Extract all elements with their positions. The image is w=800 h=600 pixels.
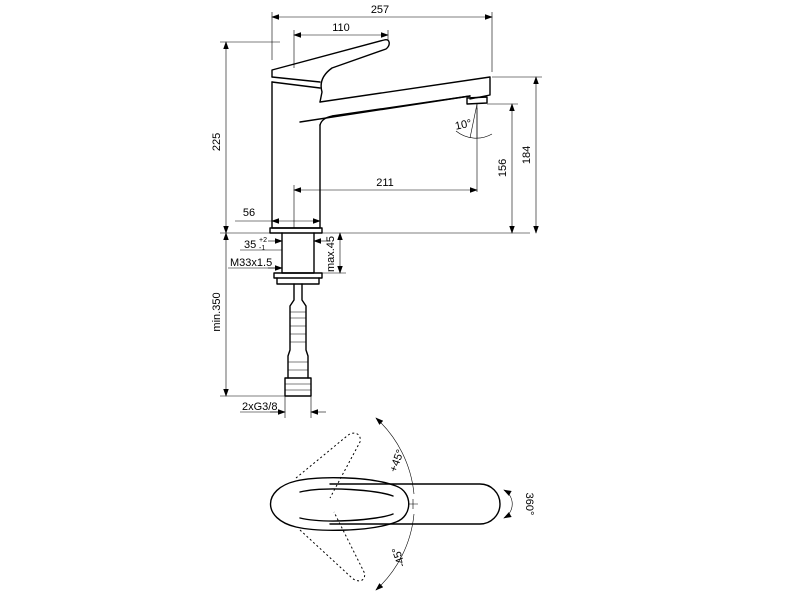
dim-35-tol-plus: +2 xyxy=(259,237,267,244)
spout xyxy=(319,76,491,103)
lever-ghost-minus45 xyxy=(299,511,366,582)
aerator xyxy=(466,96,488,105)
label-rotation: 360° xyxy=(523,493,535,516)
threaded-shank xyxy=(281,232,315,274)
dim-35-tol-minus: -1 xyxy=(259,245,265,252)
arc-minus45 xyxy=(375,513,415,591)
lever-ghost-plus45 xyxy=(295,432,361,499)
faucet-top-view: +45° -45° 360° xyxy=(269,417,535,591)
arc-rotation xyxy=(503,489,513,519)
dim-225: 225 xyxy=(211,133,223,151)
dim-184: 184 xyxy=(521,146,533,164)
body-column xyxy=(271,81,321,229)
dim-211: 211 xyxy=(376,177,394,189)
dim-257: 257 xyxy=(371,4,389,16)
dim-min350: min.350 xyxy=(211,292,223,331)
dim-35: 35 xyxy=(244,239,256,251)
dim-110: 110 xyxy=(332,22,350,34)
label-plus45: +45° xyxy=(388,448,407,474)
lever-handle xyxy=(271,38,390,103)
arc-plus45 xyxy=(375,417,415,495)
dim-arc-10 xyxy=(455,130,493,139)
hose-connector xyxy=(284,377,312,397)
faucet-side-view xyxy=(269,38,530,397)
dim-10deg: 10° xyxy=(454,117,473,132)
dim-connection: 2xG3/8 xyxy=(242,401,277,413)
label-minus45: -45° xyxy=(390,545,408,568)
dim-156: 156 xyxy=(497,159,509,177)
dim-56: 56 xyxy=(243,207,255,219)
dim-thread: M33x1.5 xyxy=(230,257,272,269)
dimension-lines: 257 110 225 211 156 184 10° 56 xyxy=(211,4,542,418)
lever-top xyxy=(269,477,410,531)
dim-max45: max.45 xyxy=(325,236,337,272)
spout-top xyxy=(329,483,501,525)
supply-hose xyxy=(287,283,309,379)
